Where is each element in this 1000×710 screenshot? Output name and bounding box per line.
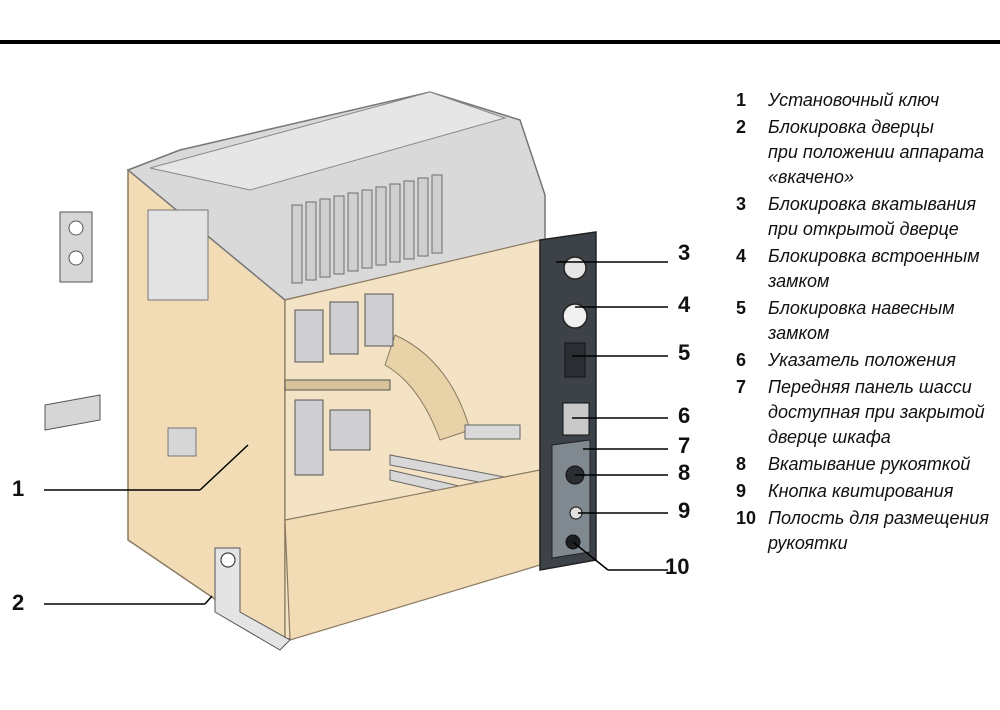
interlock-pivot bbox=[220, 552, 236, 568]
legend-number: 4 bbox=[736, 246, 747, 266]
callout-leader-lines bbox=[44, 261, 668, 605]
legend-line: Полость для размещения bbox=[768, 508, 990, 528]
legend-line: Установочный ключ bbox=[768, 90, 940, 110]
side-label-plate bbox=[167, 427, 197, 457]
legend-item-6: 6 Указатель положения bbox=[736, 348, 998, 373]
legend-number: 1 bbox=[736, 90, 747, 110]
legend-line: при открытой дверце bbox=[768, 219, 959, 239]
legend-line: замком bbox=[768, 271, 830, 291]
position-indicator bbox=[562, 402, 590, 436]
legend-text: Вкатывание рукояткой bbox=[768, 452, 970, 477]
legend-line: Блокировка встроенным bbox=[768, 246, 980, 266]
legend-number: 9 bbox=[736, 481, 747, 501]
legend-item-5: 5 Блокировка навесным замком bbox=[736, 296, 998, 346]
legend-number: 7 bbox=[736, 377, 747, 397]
legend-item-4: 4 Блокировка встроенным замком bbox=[736, 244, 998, 294]
legend-number: 10 bbox=[736, 508, 757, 528]
legend-line: замком bbox=[768, 323, 830, 343]
mounting-brackets bbox=[44, 211, 101, 431]
padlock-slot bbox=[564, 342, 586, 378]
callout-9: 9 bbox=[678, 498, 691, 523]
legend-line: доступная при закрытой bbox=[768, 402, 985, 422]
legend-item-8: 8 Вкатывание рукояткой bbox=[736, 452, 998, 477]
legend-number: 5 bbox=[736, 298, 747, 318]
callout-6: 6 bbox=[678, 403, 691, 428]
callout-8: 8 bbox=[678, 460, 691, 485]
callout-4: 4 bbox=[678, 292, 691, 317]
legend-line: рукоятки bbox=[768, 533, 848, 553]
callout-5: 5 bbox=[678, 340, 691, 365]
legend-line: Блокировка вкатывания bbox=[768, 194, 977, 214]
legend-text: Блокировка дверцы при положении аппарата… bbox=[768, 115, 984, 190]
legend: 1 Установочный ключ 2 Блокировка дверцы … bbox=[736, 88, 998, 558]
callout-10: 10 bbox=[665, 554, 690, 579]
legend-line: «вкачено» bbox=[768, 167, 854, 187]
connector-clusters bbox=[284, 293, 394, 476]
legend-number: 6 bbox=[736, 350, 747, 370]
legend-line: Блокировка дверцы bbox=[768, 117, 934, 137]
legend-text: Блокировка вкатывания при открытой дверц… bbox=[768, 192, 976, 242]
legend-line: дверце шкафа bbox=[768, 427, 891, 447]
callout-7: 7 bbox=[678, 433, 691, 458]
legend-text: Полость для размещения рукоятки bbox=[768, 506, 989, 556]
door-interlock-lever bbox=[214, 547, 291, 651]
legend-text: Кнопка квитирования bbox=[768, 479, 953, 504]
callout-1: 1 bbox=[12, 476, 25, 501]
chassis-top-face bbox=[149, 91, 507, 191]
legend-line: Указатель положения bbox=[768, 350, 956, 370]
legend-item-1: 1 Установочный ключ bbox=[736, 88, 998, 113]
callout-3: 3 bbox=[678, 240, 691, 265]
legend-text: Установочный ключ bbox=[768, 88, 939, 113]
legend-line: Вкатывание рукояткой bbox=[768, 454, 971, 474]
heat-sink-fins bbox=[291, 174, 443, 284]
legend-text: Передняя панель шасси доступная при закр… bbox=[768, 375, 985, 450]
legend-line: Блокировка навесным bbox=[768, 298, 955, 318]
legend-line: Передняя панель шасси bbox=[768, 377, 972, 397]
legend-line: при положении аппарата bbox=[768, 142, 984, 162]
legend-number: 3 bbox=[736, 194, 747, 214]
side-cutout bbox=[147, 209, 209, 301]
legend-text: Блокировка встроенным замком bbox=[768, 244, 980, 294]
key-lock-circle bbox=[563, 256, 587, 280]
built-in-lock-circle bbox=[562, 303, 588, 329]
legend-item-2: 2 Блокировка дверцы при положении аппара… bbox=[736, 115, 998, 190]
callout-2: 2 bbox=[12, 590, 25, 615]
legend-number: 2 bbox=[736, 117, 747, 137]
legend-line: Кнопка квитирования bbox=[768, 481, 954, 501]
legend-item-9: 9 Кнопка квитирования bbox=[736, 479, 998, 504]
legend-item-7: 7 Передняя панель шасси доступная при за… bbox=[736, 375, 998, 450]
legend-number: 8 bbox=[736, 454, 747, 474]
legend-text: Указатель положения bbox=[768, 348, 956, 373]
legend-item-10: 10 Полость для размещения рукоятки bbox=[736, 506, 998, 556]
legend-item-3: 3 Блокировка вкатывания при открытой две… bbox=[736, 192, 998, 242]
top-divider-rule bbox=[0, 40, 1000, 44]
legend-text: Блокировка навесным замком bbox=[768, 296, 955, 346]
